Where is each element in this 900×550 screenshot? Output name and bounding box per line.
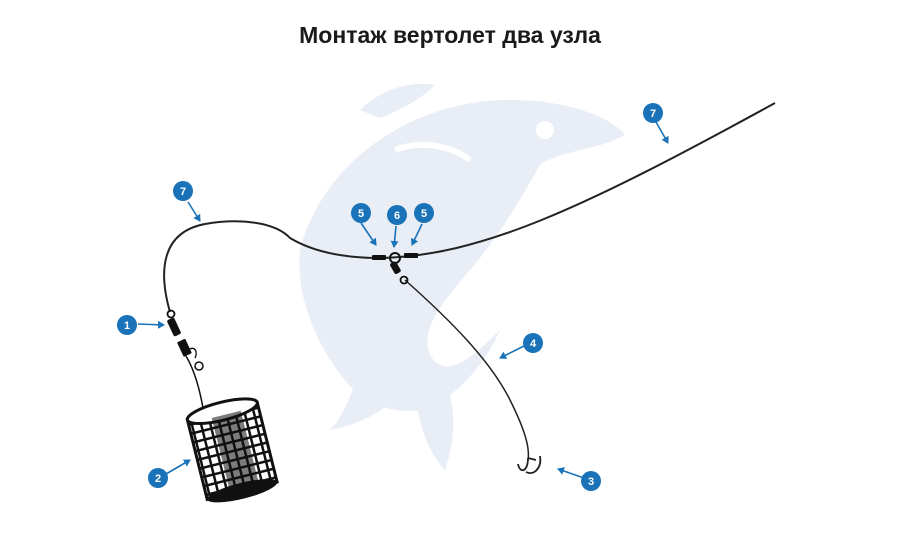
feeder-wire [185, 355, 204, 409]
arrow-6 [390, 225, 399, 248]
swivel-lower-ring [399, 275, 409, 285]
callout-badge-6: 6 [387, 205, 407, 225]
arrow-3 [557, 467, 585, 479]
callout-badge-4: 4 [523, 333, 543, 353]
snap-clip [187, 347, 197, 359]
svg-text:5: 5 [421, 208, 427, 220]
feeder-swivel-ring [166, 309, 176, 319]
callout-badge-7-left: 7 [173, 181, 193, 201]
callout-badge-2: 2 [148, 468, 168, 488]
swivel-body [390, 261, 401, 274]
main-line [163, 102, 776, 313]
svg-text:4: 4 [530, 338, 537, 350]
svg-text:3: 3 [588, 476, 594, 488]
svg-text:1: 1 [124, 320, 130, 332]
arrow-5b [410, 223, 423, 246]
callout-badge-1: 1 [117, 315, 137, 335]
feeder-snap [177, 338, 192, 357]
arrow-7a [187, 201, 201, 222]
callout-badge-5-left: 5 [351, 203, 371, 223]
arrow-5a [360, 222, 377, 246]
feeder-cage-icon [185, 397, 279, 503]
svg-text:5: 5 [358, 208, 364, 220]
callout-badge-7-right: 7 [643, 103, 663, 123]
hook-icon [517, 457, 537, 472]
arrow-7b [655, 121, 669, 144]
arrow-2 [165, 459, 191, 475]
feeder-swivel-body [167, 317, 181, 337]
svg-text:7: 7 [650, 108, 656, 120]
fish-watermark-eye [536, 121, 554, 139]
stopper-right [404, 253, 418, 258]
arrow-4 [499, 345, 525, 359]
leader-line [404, 279, 530, 461]
fish-watermark-gill [393, 141, 472, 163]
callout-badge-3: 3 [581, 471, 601, 491]
feeder-wire-loop [194, 361, 204, 371]
diagram-title: Монтаж вертолет два узла [299, 22, 601, 48]
callout-badge-5-right: 5 [414, 203, 434, 223]
fish-watermark-icon [299, 83, 625, 470]
callout-arrows [137, 121, 669, 479]
hook-bend [525, 455, 542, 474]
arrow-1 [137, 320, 165, 329]
svg-text:6: 6 [394, 210, 400, 222]
stopper-left [372, 255, 386, 260]
svg-text:7: 7 [180, 186, 186, 198]
svg-text:2: 2 [155, 473, 161, 485]
